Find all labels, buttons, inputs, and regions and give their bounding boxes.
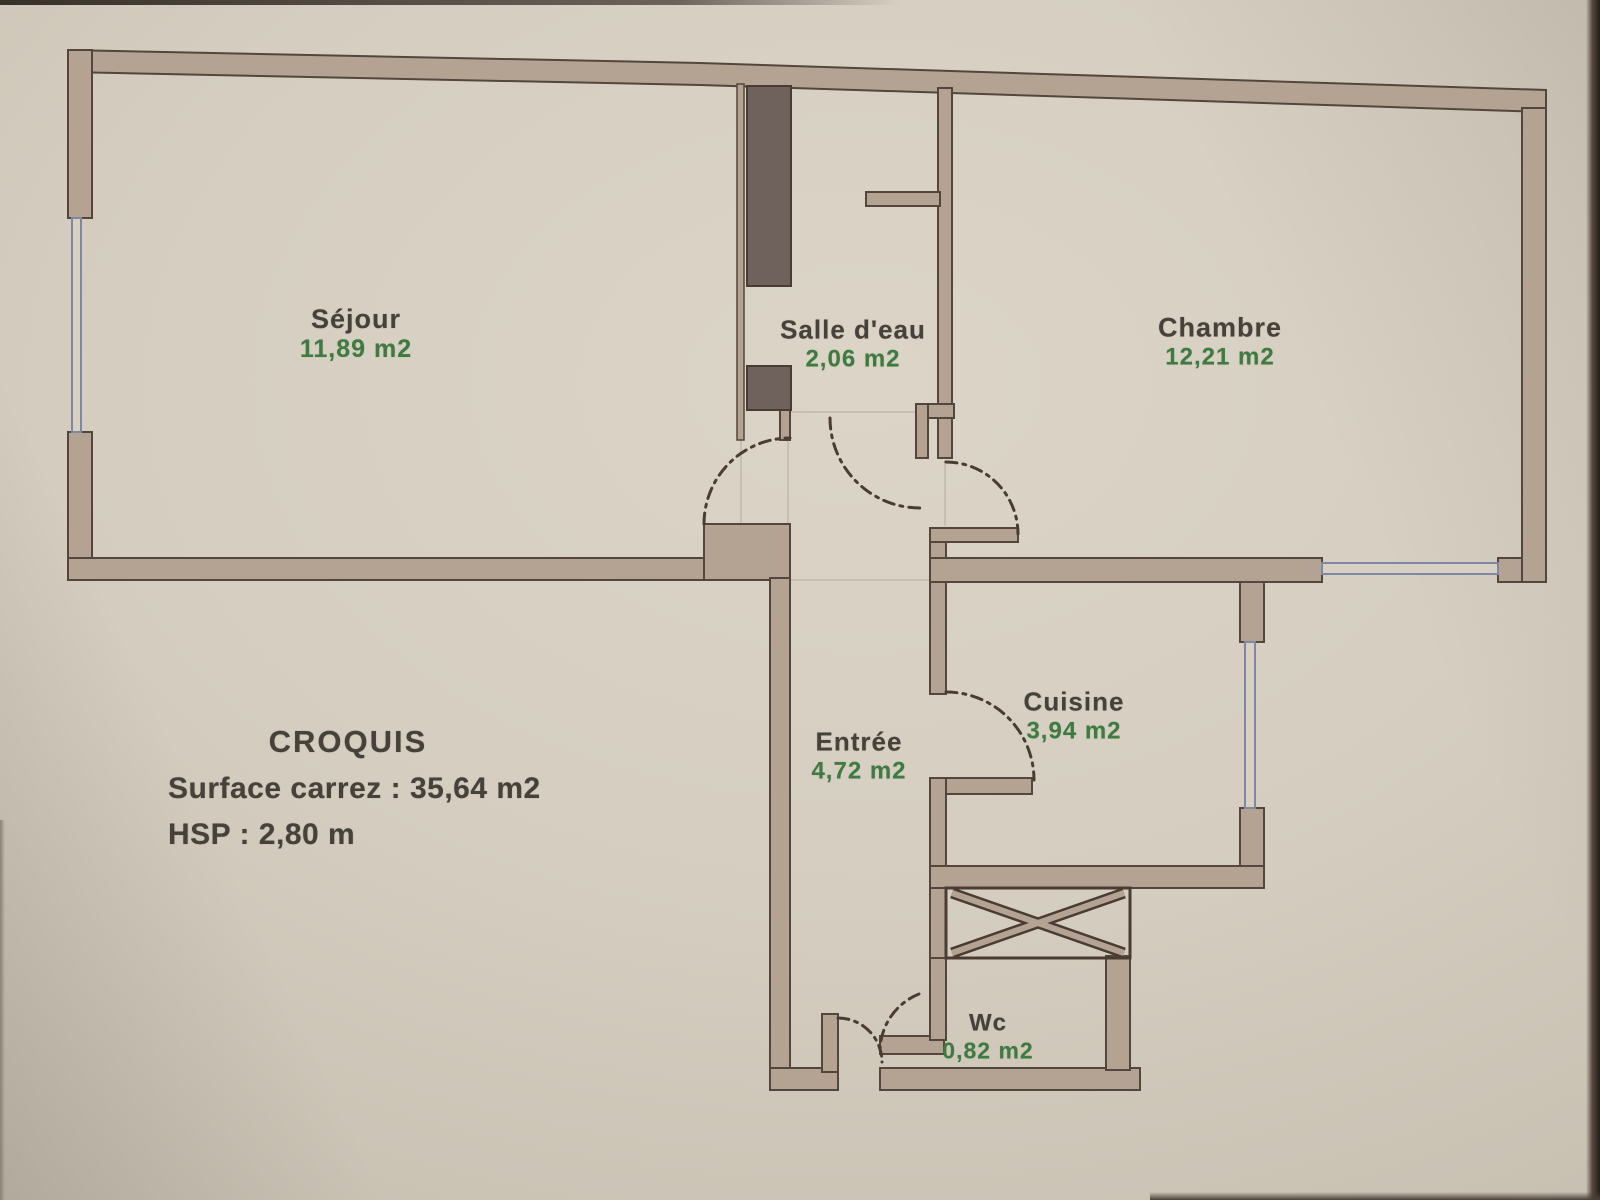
window-cuisine xyxy=(1244,641,1256,809)
room-label-cuisine: Cuisine 3,94 m2 xyxy=(1024,687,1125,746)
door-arc-salledeau xyxy=(828,416,922,510)
door-arcs xyxy=(702,416,1036,1064)
room-area: 11,89 m2 xyxy=(299,335,413,363)
room-area: 12,21 m2 xyxy=(1165,343,1275,371)
wall-sejour-bottom xyxy=(67,557,705,581)
wall-bottom-right xyxy=(879,1067,1141,1091)
wall-corridor-left xyxy=(769,577,791,1071)
wall-chambre-door-post xyxy=(929,527,1019,543)
croquis-block: CROQUIS Surface carrez : 35,64 m2 HSP : … xyxy=(168,724,541,852)
room-area: 2,06 m2 xyxy=(805,345,901,373)
door-arc-wc xyxy=(878,992,921,1054)
photo-edge-bottom xyxy=(1150,1192,1600,1200)
room-area: 4,72 m2 xyxy=(811,757,907,785)
wall-shower-stub xyxy=(865,191,941,207)
shaft-diagonals xyxy=(951,890,1125,956)
room-name: Chambre xyxy=(1157,312,1283,343)
door-arc-chambre xyxy=(944,460,1020,536)
room-label-chambre: Chambre 12,21 m2 xyxy=(1158,313,1282,372)
room-area: 0,82 m2 xyxy=(942,1037,1034,1064)
photo-edge-right xyxy=(1586,0,1600,1200)
windows xyxy=(71,217,1499,809)
photo-edge-top xyxy=(0,0,900,5)
door-arc-cuisine xyxy=(944,690,1036,782)
room-name: Entrée xyxy=(815,726,903,757)
wall-outer-top xyxy=(67,48,1547,114)
threshold-lines xyxy=(740,411,946,581)
room-label-sejour: Séjour 11,89 m2 xyxy=(300,304,412,364)
room-name: Wc xyxy=(969,1009,1007,1037)
room-name: Cuisine xyxy=(1023,686,1125,717)
wall-bottom-left xyxy=(769,1067,839,1091)
room-label-wc: Wc 0,82 m2 xyxy=(942,1010,1033,1065)
room-label-entree: Entrée 4,72 m2 xyxy=(811,727,906,786)
shaft-box xyxy=(944,886,1132,960)
photo-edge-left xyxy=(0,820,5,1200)
solid-wall-blocks xyxy=(746,85,792,411)
room-name: Séjour xyxy=(310,304,402,334)
wall-corridor-right-upper xyxy=(929,527,947,695)
wall-entrance-stub xyxy=(821,1013,839,1073)
croquis-title: CROQUIS xyxy=(268,724,428,759)
window-sejour xyxy=(71,217,82,433)
room-area: 3,94 m2 xyxy=(1026,717,1122,745)
door-arc-entrance xyxy=(836,1016,884,1064)
solid-wall-block xyxy=(746,365,792,411)
wall-chambre-bottom xyxy=(929,557,1323,583)
surface-carrez-line: Surface carrez : 35,64 m2 xyxy=(168,772,541,805)
room-label-salledeau: Salle d'eau 2,06 m2 xyxy=(780,315,926,374)
technical-shaft xyxy=(944,886,1132,960)
wall-cuisine-bottom xyxy=(929,865,1265,889)
door-arc-sejour xyxy=(702,436,792,526)
wall-door-stub xyxy=(779,409,791,441)
wall-chambre-left xyxy=(937,87,953,459)
wall-chambre-right xyxy=(1521,107,1547,583)
wall-salledeau-corner-v xyxy=(915,403,929,459)
wall-cuisine-right-upper xyxy=(1239,581,1265,643)
window-chambre xyxy=(1321,562,1499,575)
wall-pillar-sejour-door xyxy=(703,523,791,581)
wall-wc-right xyxy=(1105,955,1131,1071)
wall-left-upper xyxy=(67,49,93,219)
walls xyxy=(67,48,1547,1091)
room-name: Salle d'eau xyxy=(780,314,926,345)
hsp-line: HSP : 2,80 m xyxy=(168,818,356,851)
thin-partition xyxy=(736,83,745,441)
solid-wall-block xyxy=(746,85,792,287)
